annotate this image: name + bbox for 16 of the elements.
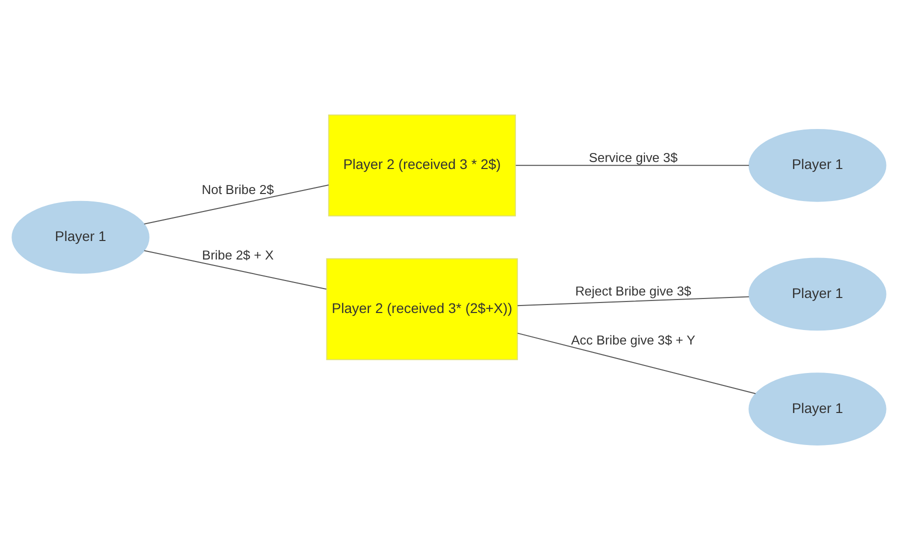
edge-label: Service give 3$ (588, 149, 678, 164)
edge-label: Not Bribe 2$ (202, 181, 274, 196)
connector (144, 184, 330, 224)
node-ellipse: Player 1 (748, 128, 886, 202)
node-box: Player 2 (received 3 * 2$) (328, 114, 516, 216)
edge-label: Reject Bribe give 3$ (575, 283, 692, 298)
connector (144, 250, 327, 290)
edge-label: Acc Bribe give 3$ + Y (571, 332, 696, 348)
edge-label: Bribe 2$ + X (202, 247, 274, 262)
node-ellipse: Player 1 (748, 257, 886, 330)
connector (515, 164, 750, 166)
node-box: Player 2 (received 3* (2$+X)) (326, 258, 518, 360)
node-ellipse: Player 1 (12, 200, 150, 274)
connector (517, 296, 750, 306)
node-ellipse: Player 1 (748, 372, 886, 445)
connector (517, 332, 756, 394)
